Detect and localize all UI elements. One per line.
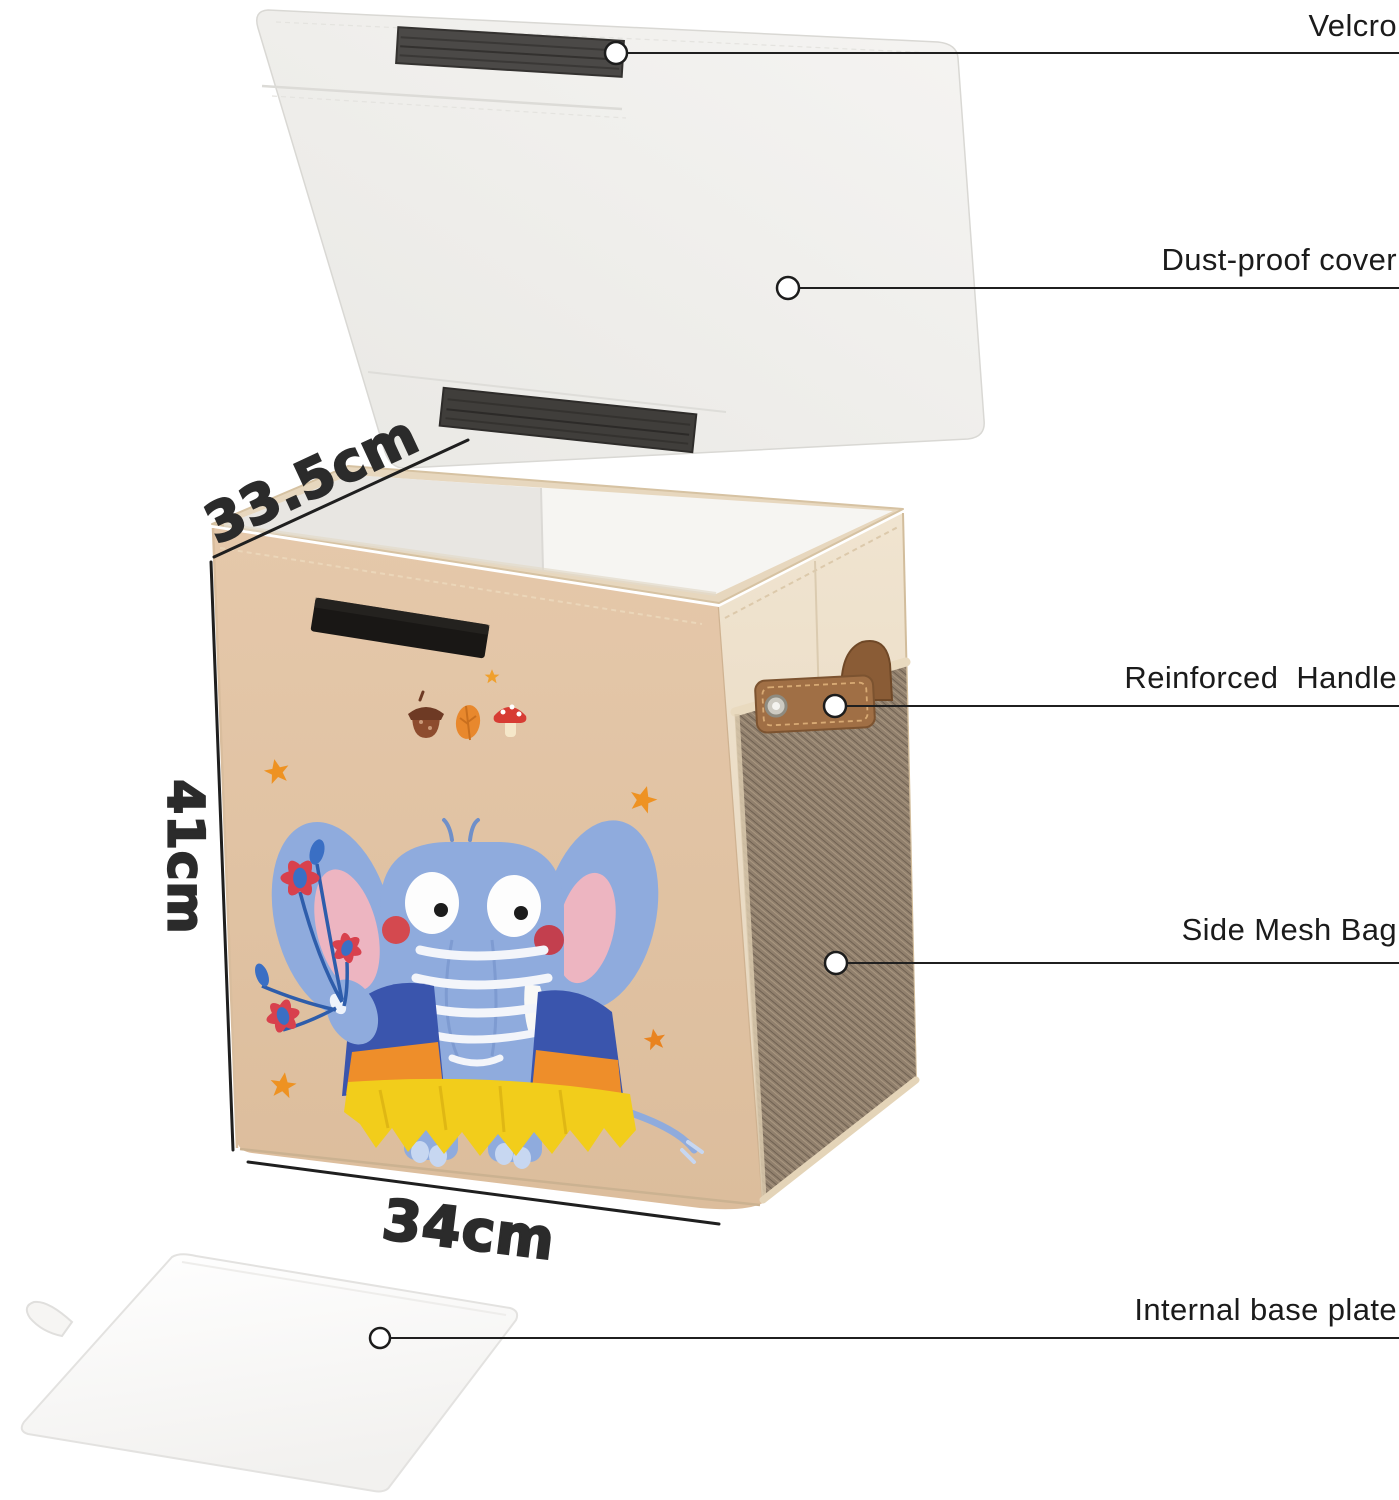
callout-side-mesh-bag: Side Mesh Bag <box>1181 912 1397 947</box>
elephant-artwork <box>255 669 704 1169</box>
callout-dust-proof-cover: Dust-proof cover <box>1161 242 1397 277</box>
acorn-motif <box>408 690 444 738</box>
storage-box <box>211 465 920 1210</box>
dimension-line-33-5cm <box>212 438 470 559</box>
internal-base-plate <box>20 1253 519 1493</box>
dimension-41cm-label: 41cm <box>156 778 216 936</box>
dust-proof-cover-lid <box>256 9 985 469</box>
marker-velcro <box>603 40 629 66</box>
marker-internal-base-plate <box>368 1326 392 1350</box>
base-plate-tab <box>25 1300 74 1338</box>
reinforced-handle <box>754 640 894 734</box>
leaf-motif <box>455 705 481 741</box>
marker-reinforced-handle <box>822 693 848 719</box>
callout-velcro: Velcro <box>1308 8 1397 43</box>
marker-dust-proof-cover <box>775 275 801 301</box>
marker-side-mesh-bag <box>823 950 849 976</box>
lid-velcro-strip-bottom <box>438 386 698 454</box>
mushroom-motif <box>493 704 527 737</box>
box-interior <box>223 475 893 596</box>
front-velcro-strip <box>310 597 490 659</box>
dimension-line-34cm <box>246 1160 721 1226</box>
dimension-line-41cm <box>209 560 235 1152</box>
callout-reinforced-handle: Reinforced Handle <box>1124 660 1397 695</box>
side-mesh-bag <box>730 657 920 1204</box>
callout-internal-base-plate: Internal base plate <box>1134 1292 1397 1327</box>
